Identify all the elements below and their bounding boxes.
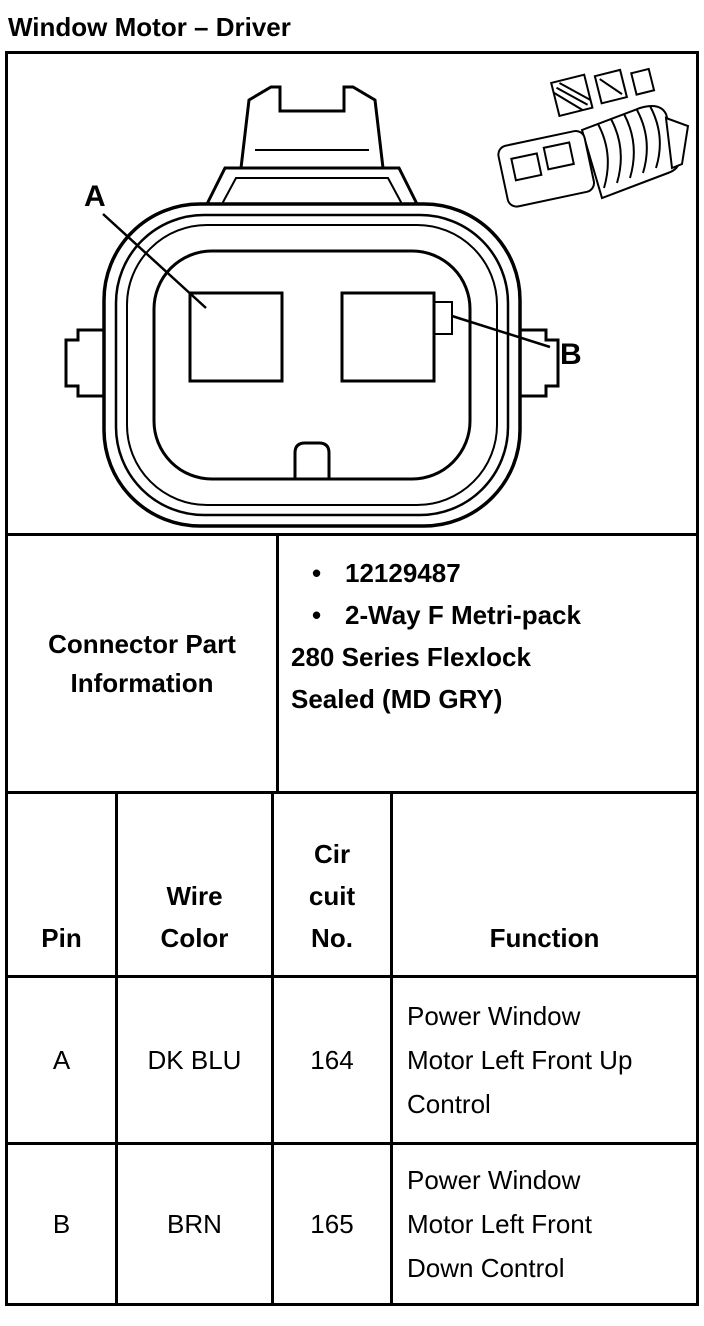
pin-label-b: B: [560, 338, 582, 371]
function-cell: Power Window Motor Left Front Up Control: [407, 1001, 633, 1120]
connector-info-table: A B: [5, 51, 699, 1307]
connector-front-view-diagram: A B: [64, 67, 690, 528]
perspective-front-face: [497, 130, 595, 208]
series-line: 280 Series Flexlock: [291, 642, 531, 673]
perspective-seal-ribs: [597, 105, 661, 189]
page-title: Window Motor – Driver: [8, 12, 291, 42]
leader-line-a: [102, 213, 207, 310]
cavity-wall: [152, 249, 472, 481]
body-outer-ring: [102, 202, 522, 528]
circuit-no-cell: 165: [274, 1145, 393, 1304]
pin-cell: B: [8, 1145, 118, 1304]
index-notch: [293, 441, 331, 479]
function-cell: Power Window Motor Left Front Down Contr…: [407, 1165, 592, 1284]
header-function: Function: [489, 923, 600, 954]
part-number: 12129487: [345, 558, 461, 589]
connector-type-item: • 2-Way F Metri-pack: [279, 594, 696, 636]
wire-color-cell: DK BLU: [118, 978, 274, 1143]
right-side-tab: [520, 328, 560, 398]
pin-label-a: A: [84, 180, 106, 213]
connector-type: 2-Way F Metri-pack: [345, 600, 581, 631]
latch-flare-inner: [221, 177, 403, 205]
latch-flare-outer: [205, 166, 419, 205]
part-info-label: Connector Part Information: [48, 628, 236, 698]
perspective-body: [580, 105, 680, 200]
pin-cell: A: [8, 978, 118, 1143]
pin-row-a: A DK BLU 164 Power Window Motor Left Fro…: [8, 978, 696, 1146]
pin-table-header-row: Pin Wire Color Cir cuit No. Function: [8, 794, 696, 979]
latch-cap: [239, 85, 385, 169]
body-middle-ring: [114, 213, 510, 517]
circuit-no-cell: 164: [274, 978, 393, 1143]
bullet-icon: •: [312, 558, 322, 589]
connector-perspective-view: [497, 67, 690, 208]
perspective-top-tabs: [549, 67, 656, 118]
body-inner-ring: [126, 224, 498, 507]
connector-diagram-section: A B: [8, 54, 696, 537]
header-circuit-no: Cir cuit No.: [274, 794, 393, 976]
cavity-b-lock-tab: [433, 301, 453, 336]
perspective-right-wedge: [664, 116, 690, 170]
seal-color-line: Sealed (MD GRY): [291, 684, 503, 715]
header-pin: Pin: [8, 794, 118, 976]
part-info-details-cell: • 12129487 • 2-Way F Metri-pack 280 Seri…: [279, 536, 696, 791]
header-wire-color: Wire Color: [118, 794, 274, 976]
part-info-label-cell: Connector Part Information: [8, 536, 279, 792]
bullet-icon: •: [312, 600, 322, 631]
pin-cavity-a: [188, 291, 284, 383]
wire-color-cell: BRN: [118, 1145, 274, 1304]
leader-line-b: [451, 314, 551, 349]
pin-cavity-b: [340, 291, 436, 383]
part-number-item: • 12129487: [279, 552, 696, 594]
part-info-row: Connector Part Information • 12129487 • …: [8, 536, 696, 795]
pin-row-b: B BRN 165 Power Window Motor Left Front …: [8, 1145, 696, 1304]
left-side-tab: [64, 328, 104, 398]
